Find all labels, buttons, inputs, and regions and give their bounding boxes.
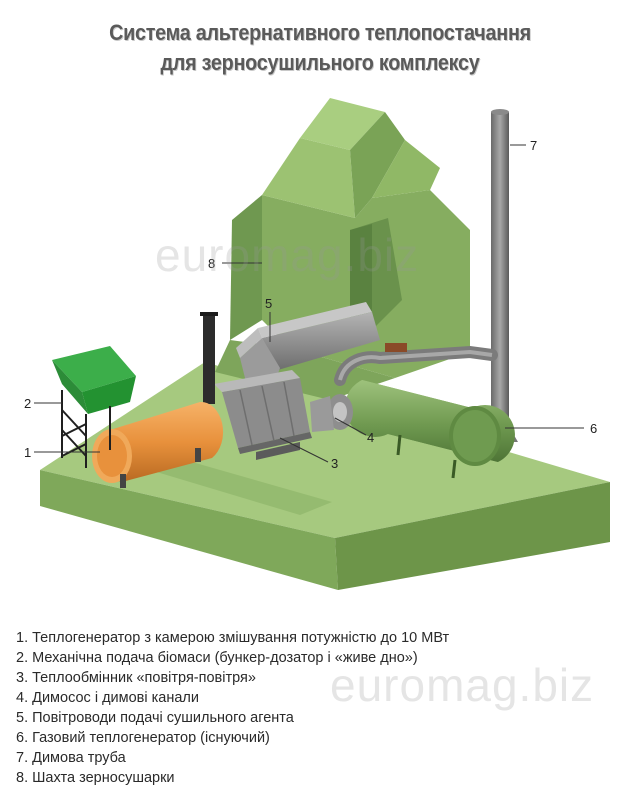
callout-8: 8 <box>208 256 215 271</box>
title-line-1: Система альтернативного теплопостачання <box>109 20 531 45</box>
legend-item: 1. Теплогенератор з камерою змішування п… <box>16 630 450 646</box>
callout-5: 5 <box>265 296 272 311</box>
callout-3: 3 <box>331 456 338 471</box>
legend-list: 1. Теплогенератор з камерою змішування п… <box>16 628 449 788</box>
page-title: Система альтернативного теплопостачання … <box>0 18 640 78</box>
legend-item: 7. Димова труба <box>16 750 126 766</box>
smoke-exhauster <box>310 394 353 432</box>
biomass-feeder <box>52 346 136 468</box>
flue-channels <box>334 343 498 386</box>
chimney <box>482 109 518 442</box>
legend-item: 2. Механічна подача біомаси (бункер-доза… <box>16 650 418 666</box>
boiler-stack <box>200 312 218 404</box>
callout-1: 1 <box>24 445 31 460</box>
legend-item: 5. Повітроводи подачі сушильного агента <box>16 710 294 726</box>
callout-2: 2 <box>24 396 31 411</box>
heat-generator <box>92 401 224 488</box>
callout-7: 7 <box>530 138 537 153</box>
callout-4: 4 <box>367 430 374 445</box>
heating-system-diagram: 1 2 3 4 5 6 7 8 <box>24 98 610 590</box>
callout-6: 6 <box>590 421 597 436</box>
legend-item: 6. Газовий теплогенератор (існуючий) <box>16 730 270 746</box>
title-line-2: для зерносушильного комплексу <box>160 50 480 75</box>
legend-item: 8. Шахта зерносушарки <box>16 770 175 786</box>
legend-item: 4. Димосос і димові канали <box>16 690 199 706</box>
heat-exchanger <box>214 370 312 460</box>
ground-platform <box>40 362 610 590</box>
legend-item: 3. Теплообмінник «повітря-повітря» <box>16 670 256 686</box>
callout-lines <box>34 144 584 463</box>
gas-heat-generator <box>345 380 515 479</box>
